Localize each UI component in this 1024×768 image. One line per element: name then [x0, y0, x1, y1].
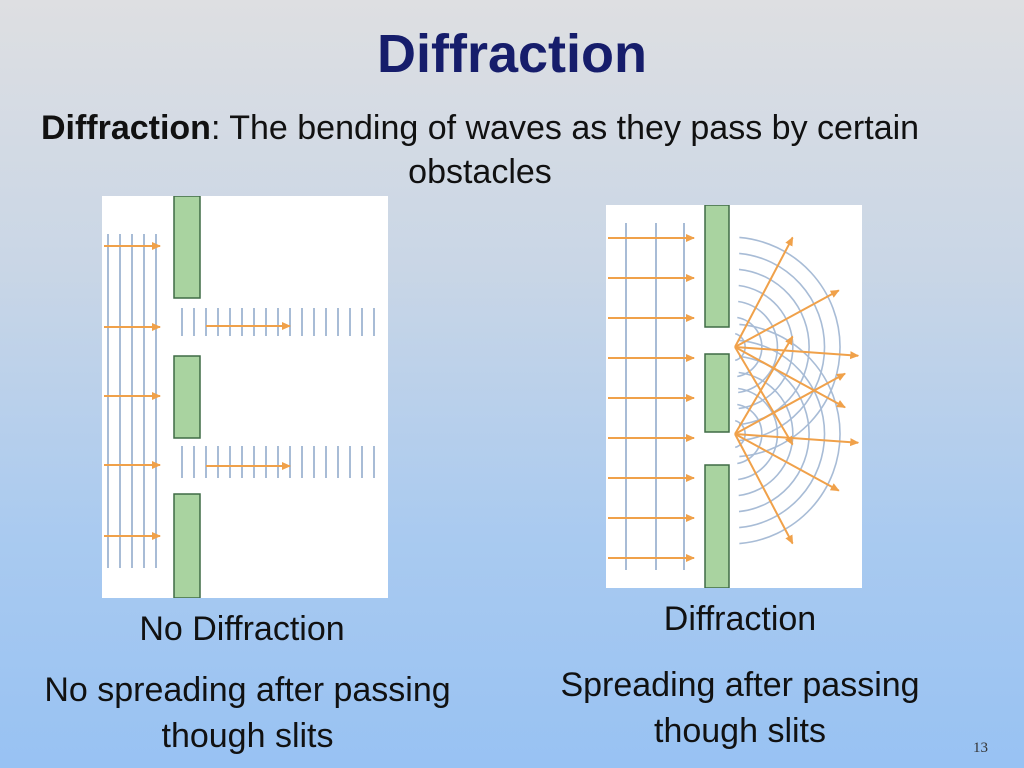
diffracted-arrows-upper	[734, 236, 860, 446]
definition-term: Diffraction	[40, 109, 211, 147]
no-diffraction-diagram	[102, 195, 388, 599]
definition-text: : The bending of waves as they pass by c…	[210, 109, 920, 191]
incoming-arrows	[104, 242, 161, 540]
no-diffraction-svg	[104, 195, 375, 599]
diffraction-description: Spreading after passing though slits	[560, 666, 920, 750]
incoming-wavefronts	[107, 234, 157, 568]
diffraction-svg	[608, 204, 860, 589]
outgoing-wavefronts-lower	[181, 446, 375, 478]
definition: Diffraction: The bending of waves as the…	[30, 106, 930, 194]
outgoing-arrows	[206, 322, 291, 470]
incoming-arrows	[608, 234, 695, 562]
no-diffraction-description: No spreading after passing though slits	[44, 671, 451, 755]
diffraction-diagram	[606, 204, 862, 589]
no-diffraction-caption: No Diffraction	[139, 610, 345, 648]
barrier-blocks	[173, 195, 201, 599]
diffracted-arrows-lower	[734, 335, 860, 545]
slide-title: Diffraction	[377, 24, 647, 84]
barrier-blocks	[704, 204, 730, 589]
outgoing-wavefronts-upper	[181, 308, 375, 336]
diffraction-caption: Diffraction	[663, 600, 817, 638]
incoming-wavefronts	[625, 223, 685, 570]
page-number: 13	[973, 740, 988, 756]
